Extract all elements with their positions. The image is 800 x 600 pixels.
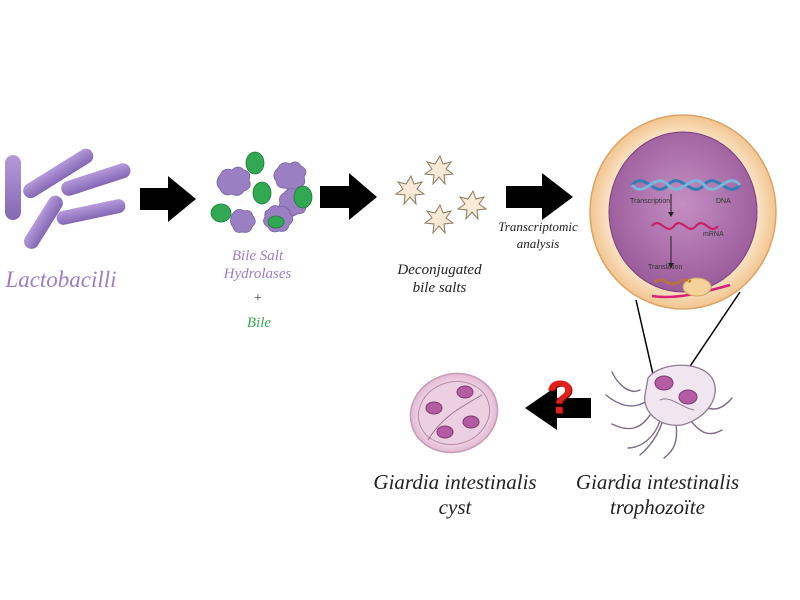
zoom-line-left	[635, 299, 656, 384]
deconjugated-stars	[394, 154, 488, 235]
transcription-arrowhead	[668, 212, 674, 217]
rod-2	[23, 148, 94, 199]
rod-3	[61, 163, 131, 196]
nucleus	[608, 131, 758, 293]
cell-illustration	[589, 114, 777, 310]
salt-star-1	[394, 174, 426, 206]
flagellum-2	[605, 394, 646, 407]
trophozoite-label-line1: Giardia intestinalis	[575, 470, 740, 494]
bile-salt-label-line2: Hydrolases	[223, 266, 292, 282]
bile-drop-2	[252, 181, 272, 205]
trophozoite-nucleus-2	[678, 389, 698, 405]
deconjugated-label-line1: Deconjugated	[397, 262, 482, 278]
cyst-nucleus-2	[456, 385, 474, 399]
arrow-2	[320, 173, 377, 220]
lactobacilli-label: Lactobacilli	[5, 267, 117, 292]
cyst-nucleus-1	[425, 401, 443, 415]
transcriptomic-label-line1: Transcriptomic	[498, 219, 578, 234]
deconjugated-label-line2: bile salts	[412, 280, 467, 296]
rod-1	[5, 155, 21, 220]
salt-star-3	[456, 189, 488, 221]
cyst-illustration	[409, 372, 499, 454]
flagellum-1	[611, 371, 641, 392]
rod-4	[24, 195, 63, 249]
peptide-chain	[654, 278, 692, 286]
lactobacilli-rods	[5, 148, 131, 249]
trophozoite-illustration	[605, 364, 733, 459]
arrow-question	[525, 386, 591, 430]
dna-strand-2	[630, 179, 742, 191]
cyst-nucleus-3	[462, 415, 480, 429]
arrow-3	[506, 173, 573, 220]
bile-drop-1	[245, 151, 265, 175]
flagellum-5	[663, 423, 678, 459]
trophozoite-nucleus-1	[654, 375, 674, 391]
hydrolase-2	[273, 161, 307, 191]
flagellum-4	[627, 419, 661, 449]
bile-label: Bile	[246, 315, 272, 331]
bile-drop-5	[267, 215, 285, 229]
flagellum-3	[611, 414, 651, 430]
cyst-label-line1: Giardia intestinalis	[373, 470, 537, 494]
rod-5	[56, 199, 126, 225]
bile-drops	[210, 151, 313, 229]
hydrolase-bile-cluster	[210, 151, 313, 233]
dna-label: DNA	[716, 198, 731, 205]
transcription-label: Transcription	[630, 198, 671, 205]
mrna-label: mRNA	[703, 231, 724, 238]
hydrolase-5	[230, 209, 256, 233]
cyst-axoneme	[427, 394, 483, 441]
translation-label: Translation	[648, 264, 683, 271]
cyst-nucleus-4	[436, 425, 454, 439]
flagellum-6	[689, 419, 723, 435]
trophozoite-label-line2: trophozoïte	[610, 495, 705, 519]
median-body	[659, 398, 695, 411]
arrow-1	[140, 176, 196, 222]
plus-sign: +	[254, 291, 262, 306]
cyst-label-line2: cyst	[438, 495, 472, 519]
hydrolase-1	[216, 166, 251, 196]
mrna-strand	[651, 222, 719, 230]
salt-star-2	[423, 154, 455, 186]
bile-drop-3	[210, 203, 232, 223]
salt-star-4	[423, 203, 455, 235]
translation-arrowhead	[668, 263, 674, 268]
bile-salt-label-line1: Bile Salt	[231, 248, 284, 264]
bile-drop-4	[293, 185, 313, 209]
question-mark: ?	[545, 371, 575, 423]
transcriptomic-label-line2: analysis	[516, 236, 560, 251]
